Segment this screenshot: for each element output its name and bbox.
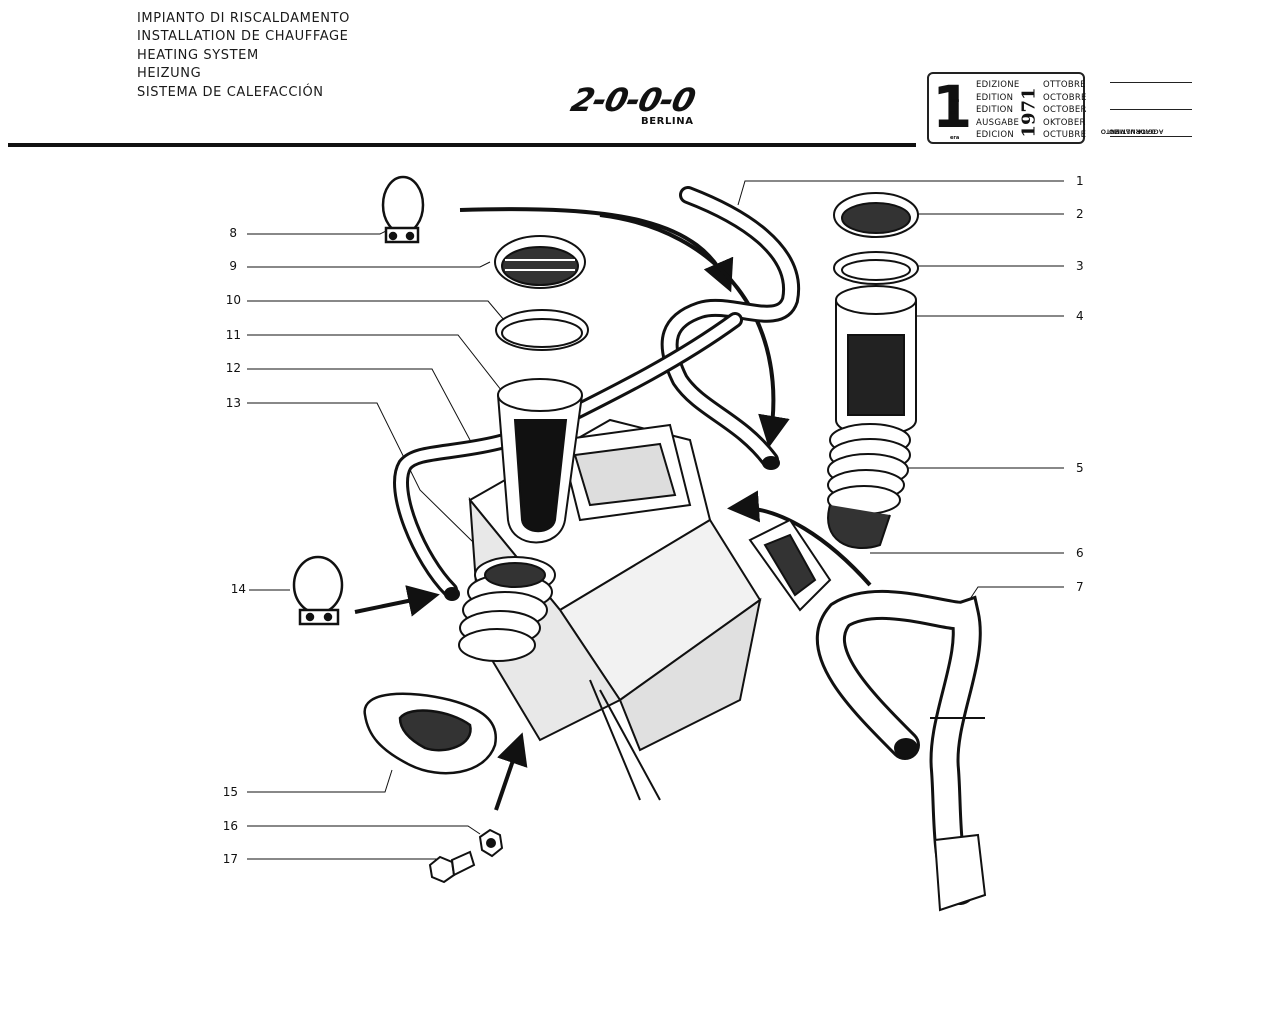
update-line-3 [1110, 136, 1192, 137]
edition-number: 1 [932, 73, 973, 141]
ring-item-10 [495, 309, 589, 351]
title-spanish: SISTEMA DE CALEFACCIÓN [137, 84, 324, 100]
title-block: IMPIANTO DI RISCALDAMENTO INSTALLATION D… [137, 10, 350, 102]
callout-10: 10 [225, 293, 241, 307]
callout-3: 3 [1076, 259, 1084, 273]
callout-9: 9 [229, 259, 237, 273]
clamp-item-14 [292, 555, 344, 626]
callout-8: 8 [229, 226, 237, 240]
callout-2: 2 [1076, 207, 1084, 221]
model-logo: 2-0-0-0 BERLINA [567, 81, 698, 127]
title-french: INSTALLATION DE CHAUFFAGE [137, 29, 349, 45]
callout-15: 15 [222, 785, 238, 799]
duct-item-11 [497, 378, 583, 544]
title-german: HEIZUNG [137, 66, 202, 82]
bolt-item-17 [428, 850, 476, 884]
callout-11: 11 [225, 328, 241, 342]
hose-item-12 [393, 312, 743, 601]
callout-1: 1 [1076, 174, 1084, 188]
flow-arrows [354, 207, 872, 811]
edition-ordinals: a ère st . era [950, 85, 960, 142]
right-duct-stack [827, 192, 919, 550]
hose-item-7 [815, 590, 987, 912]
update-line-1 [1110, 82, 1192, 83]
callout-14: 14 [230, 582, 246, 596]
callout-4: 4 [1076, 309, 1084, 323]
edition-labels: EDIZIONE EDITION EDITION AUSGABE EDICION [976, 80, 1020, 141]
edition-box: 1 a ère st . era EDIZIONE EDITION EDITIO… [927, 72, 1087, 144]
update-line-2 [1110, 109, 1192, 110]
edition-months: OTTOBRE OCTOBRE OCTOBER OKTOBER OCTUBRE [1043, 80, 1087, 141]
callout-16: 16 [222, 819, 238, 833]
callout-5: 5 [1076, 461, 1084, 475]
vent-grille-item-9 [494, 235, 586, 289]
callout-7: 7 [1076, 580, 1084, 594]
header-rule [8, 143, 916, 147]
logo-sub: BERLINA [641, 116, 694, 127]
title-english: HEATING SYSTEM [137, 47, 259, 63]
callout-17: 17 [222, 852, 238, 866]
callout-12: 12 [225, 361, 241, 375]
hose-item-1 [660, 186, 801, 470]
callout-13: 13 [225, 396, 241, 410]
outlet-duct-item-15 [363, 692, 498, 775]
callout-6: 6 [1076, 546, 1084, 560]
clamp-item-8 [381, 175, 425, 244]
bellows [458, 556, 556, 662]
nut-item-16 [478, 828, 504, 858]
leader-lines [247, 180, 1064, 860]
title-italian: IMPIANTO DI RISCALDAMENTO [137, 11, 350, 26]
flange-item-6 [748, 518, 832, 612]
